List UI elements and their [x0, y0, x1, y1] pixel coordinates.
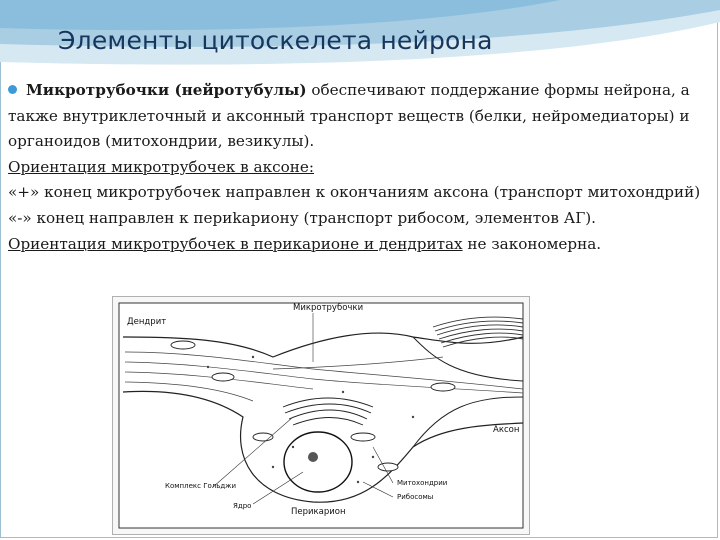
perikaryon-orientation-underlined: Ориентация микротрубочек в перикарионе и…: [8, 234, 463, 253]
paragraph-microtubules-function: Микротрубочки (нейротубулы) обеспечивают…: [8, 78, 713, 155]
label-mitochondria: Митохондрии: [397, 479, 448, 487]
axon-orientation-heading: Ориентация микротрубочек в аксоне:: [8, 157, 314, 176]
label-golgi-complex: Комплекс Гольджи: [165, 482, 237, 490]
slide-title: Элементы цитоскелета нейрона: [58, 26, 493, 55]
plus-end-paragraph: «+» конец микротрубочек направлен к окон…: [8, 183, 701, 202]
label-dendrite: Дендрит: [127, 317, 167, 327]
microtubules-description: обеспечивают поддержание формы нейрона, …: [8, 81, 690, 151]
label-axon: Аксон: [493, 425, 520, 435]
minus-end-paragraph: «-» конец направлен к периkариону (транс…: [8, 208, 597, 227]
neuron-cytoskeleton-figure: Микротрубочки Дендрит Аксон Комплекс Гол…: [112, 296, 530, 535]
slide-body: Микротрубочки (нейротубулы) обеспечивают…: [8, 78, 713, 257]
label-nucleus: Ядро: [233, 502, 252, 510]
label-ribosomes: Рибосомы: [397, 493, 434, 501]
header-swoosh-decoration: [0, 0, 720, 65]
microtubules-term: Микротрубочки (нейротубулы): [26, 81, 307, 99]
neuron-drawing: [118, 302, 524, 529]
perikaryon-orientation-rest: не закономерна.: [462, 234, 602, 253]
bullet-icon: [8, 85, 17, 94]
label-microtubules: Микротрубочки: [293, 303, 364, 313]
perikaryon-orientation-paragraph: Ориентация микротрубочек в перикарионе и…: [8, 232, 713, 258]
label-perikaryon: Перикарион: [291, 507, 346, 517]
